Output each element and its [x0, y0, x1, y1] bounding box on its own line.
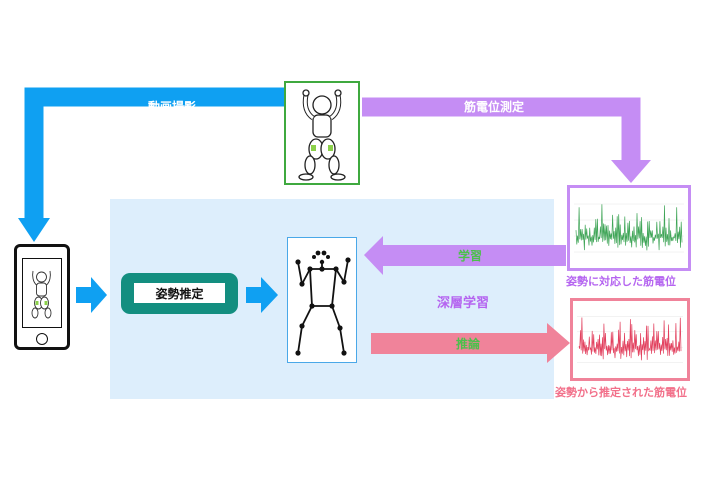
- learning-arrow-head: [364, 236, 383, 275]
- estimated-emg-waveform: [577, 316, 683, 363]
- pose-to-skeleton-arrow-head: [261, 277, 278, 313]
- pose-estimation-label: 姿勢推定: [155, 286, 204, 301]
- emg-estimated-caption: 姿勢から推定された筋電位: [555, 386, 687, 399]
- emg-wave-line: [575, 204, 683, 251]
- learning-arrow-body: [382, 245, 566, 266]
- smartphone-figure: [31, 270, 52, 319]
- smartphone: [14, 244, 70, 350]
- inference-label: 推論: [456, 337, 481, 351]
- pose-estimation-inner: 姿勢推定: [134, 283, 225, 303]
- inference-arrow-body: [371, 333, 549, 354]
- learning-label: 学習: [458, 249, 483, 263]
- deep-learning-label: 深層学習: [437, 296, 490, 311]
- sensor-left-icon: [311, 145, 316, 151]
- emg-for-pose-caption: 姿勢に対応した筋電位: [566, 275, 676, 288]
- subject-figure-box: [284, 81, 360, 185]
- pose-estimation-box: 姿勢推定: [121, 273, 238, 314]
- video-capture-arrow-head: [18, 218, 50, 242]
- pose-to-skeleton-arrow-body: [246, 287, 262, 303]
- phone-to-pose-arrow-head: [91, 277, 107, 313]
- emg-measurement-label: 筋電位測定: [464, 100, 525, 114]
- smartphone-screen: [22, 258, 62, 328]
- skeleton-box: [287, 237, 357, 363]
- video-capture-arrow: [24, 87, 285, 219]
- measured-emg-graph: [567, 185, 691, 271]
- subject-figure: [298, 89, 346, 181]
- measured-emg-waveform: [574, 203, 684, 253]
- emg-measurement-arrow-head: [611, 160, 651, 183]
- skeleton-figure: [295, 250, 351, 356]
- smartphone-home-button: [36, 333, 48, 345]
- phone-to-pose-arrow-body: [76, 287, 92, 303]
- video-capture-label: 動画撮影: [148, 100, 197, 114]
- emg-wave-line: [578, 317, 682, 361]
- estimated-emg-graph: [570, 298, 690, 381]
- emg-measurement-arrow: [362, 97, 641, 162]
- sensor-right-icon: [328, 145, 333, 151]
- inference-arrow-head: [547, 323, 570, 363]
